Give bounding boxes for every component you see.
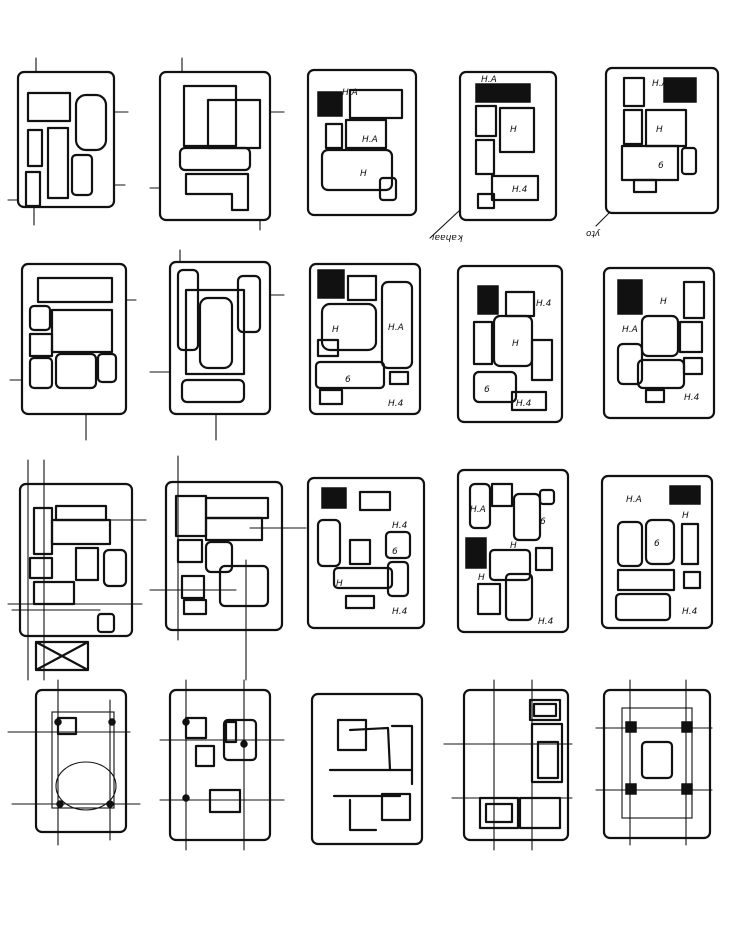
sketch-plan-r4c4 — [443, 679, 573, 851]
sketch-plan-r3c5: H.A H 6 H.4 — [600, 474, 714, 630]
sketch-plan-r1c5: H.A H 6 oʇʎ — [586, 66, 720, 239]
sketch-plan-r2c3: H H.A 6 H.4 — [308, 262, 422, 416]
label-ha: H.A — [342, 88, 358, 98]
label-h4: H.4 — [392, 607, 408, 617]
label-h4: H.4 — [512, 185, 528, 195]
label-h: H — [682, 511, 689, 521]
sketch-plan-r3c3: H.4 6 H H.4 — [306, 476, 426, 630]
label-h: H — [660, 297, 667, 307]
label-six: 6 — [345, 375, 351, 385]
sketch-plan-r3c2 — [149, 455, 307, 681]
label-six: 6 — [484, 385, 490, 395]
label-ha: H.A — [481, 75, 497, 85]
label-h: H — [478, 573, 485, 583]
label-ha: H.A — [470, 505, 486, 515]
sketch-plan-r2c2 — [149, 249, 285, 441]
label-h4: H.4 — [388, 399, 404, 409]
label-six: 6 — [654, 539, 660, 549]
label-h4: H.4 — [538, 617, 554, 627]
sketch-plan-r4c3 — [310, 692, 424, 846]
label-h4: H.4 — [536, 299, 552, 309]
handwritten-note: oʇʎ — [586, 229, 601, 239]
label-ha: H.A — [622, 325, 638, 335]
label-six: 6 — [658, 161, 664, 171]
sketch-plan-r4c1 — [7, 679, 141, 846]
sketch-plan-r3c1 — [7, 459, 147, 681]
sketch-plan-r2c1 — [9, 262, 137, 441]
label-h: H — [332, 325, 339, 335]
sketch-plan-r3c4: H.A 6 H H H.4 — [456, 468, 570, 634]
sketch-plan-r1c4: H.A H H.4 ıɐɐɥɐʞ — [429, 70, 558, 243]
sketch-plan-r4c2 — [159, 679, 285, 851]
label-h: H — [360, 169, 367, 179]
sketch-plan-r1c1 — [7, 57, 129, 226]
label-h4: H.4 — [392, 521, 408, 531]
label-six: 6 — [540, 517, 546, 527]
sketch-plan-r2c5: H H.A H.4 — [602, 266, 716, 420]
label-six: 6 — [392, 547, 398, 557]
label-ha: H.A — [626, 495, 642, 505]
label-ha: H.A — [362, 135, 378, 145]
label-ha: H.A — [652, 79, 668, 89]
label-h: H — [510, 125, 517, 135]
label-h4: H.4 — [682, 607, 698, 617]
label-ha: H.A — [388, 323, 404, 333]
sketch-plan-r1c2 — [149, 57, 285, 231]
sketch-plan-r2c4: H.4 H 6 H.4 — [456, 264, 564, 424]
sketch-plan-r4c5 — [595, 679, 713, 846]
label-h: H — [510, 541, 517, 551]
label-h4: H.4 — [516, 399, 532, 409]
label-h: H — [512, 339, 519, 349]
label-h4: H.4 — [684, 393, 700, 403]
label-h: H — [336, 579, 343, 589]
label-h: H — [656, 125, 663, 135]
handwritten-note: ıɐɐɥɐʞ — [432, 233, 463, 243]
sketch-plan-r1c3: H.A H.A H — [306, 68, 418, 217]
